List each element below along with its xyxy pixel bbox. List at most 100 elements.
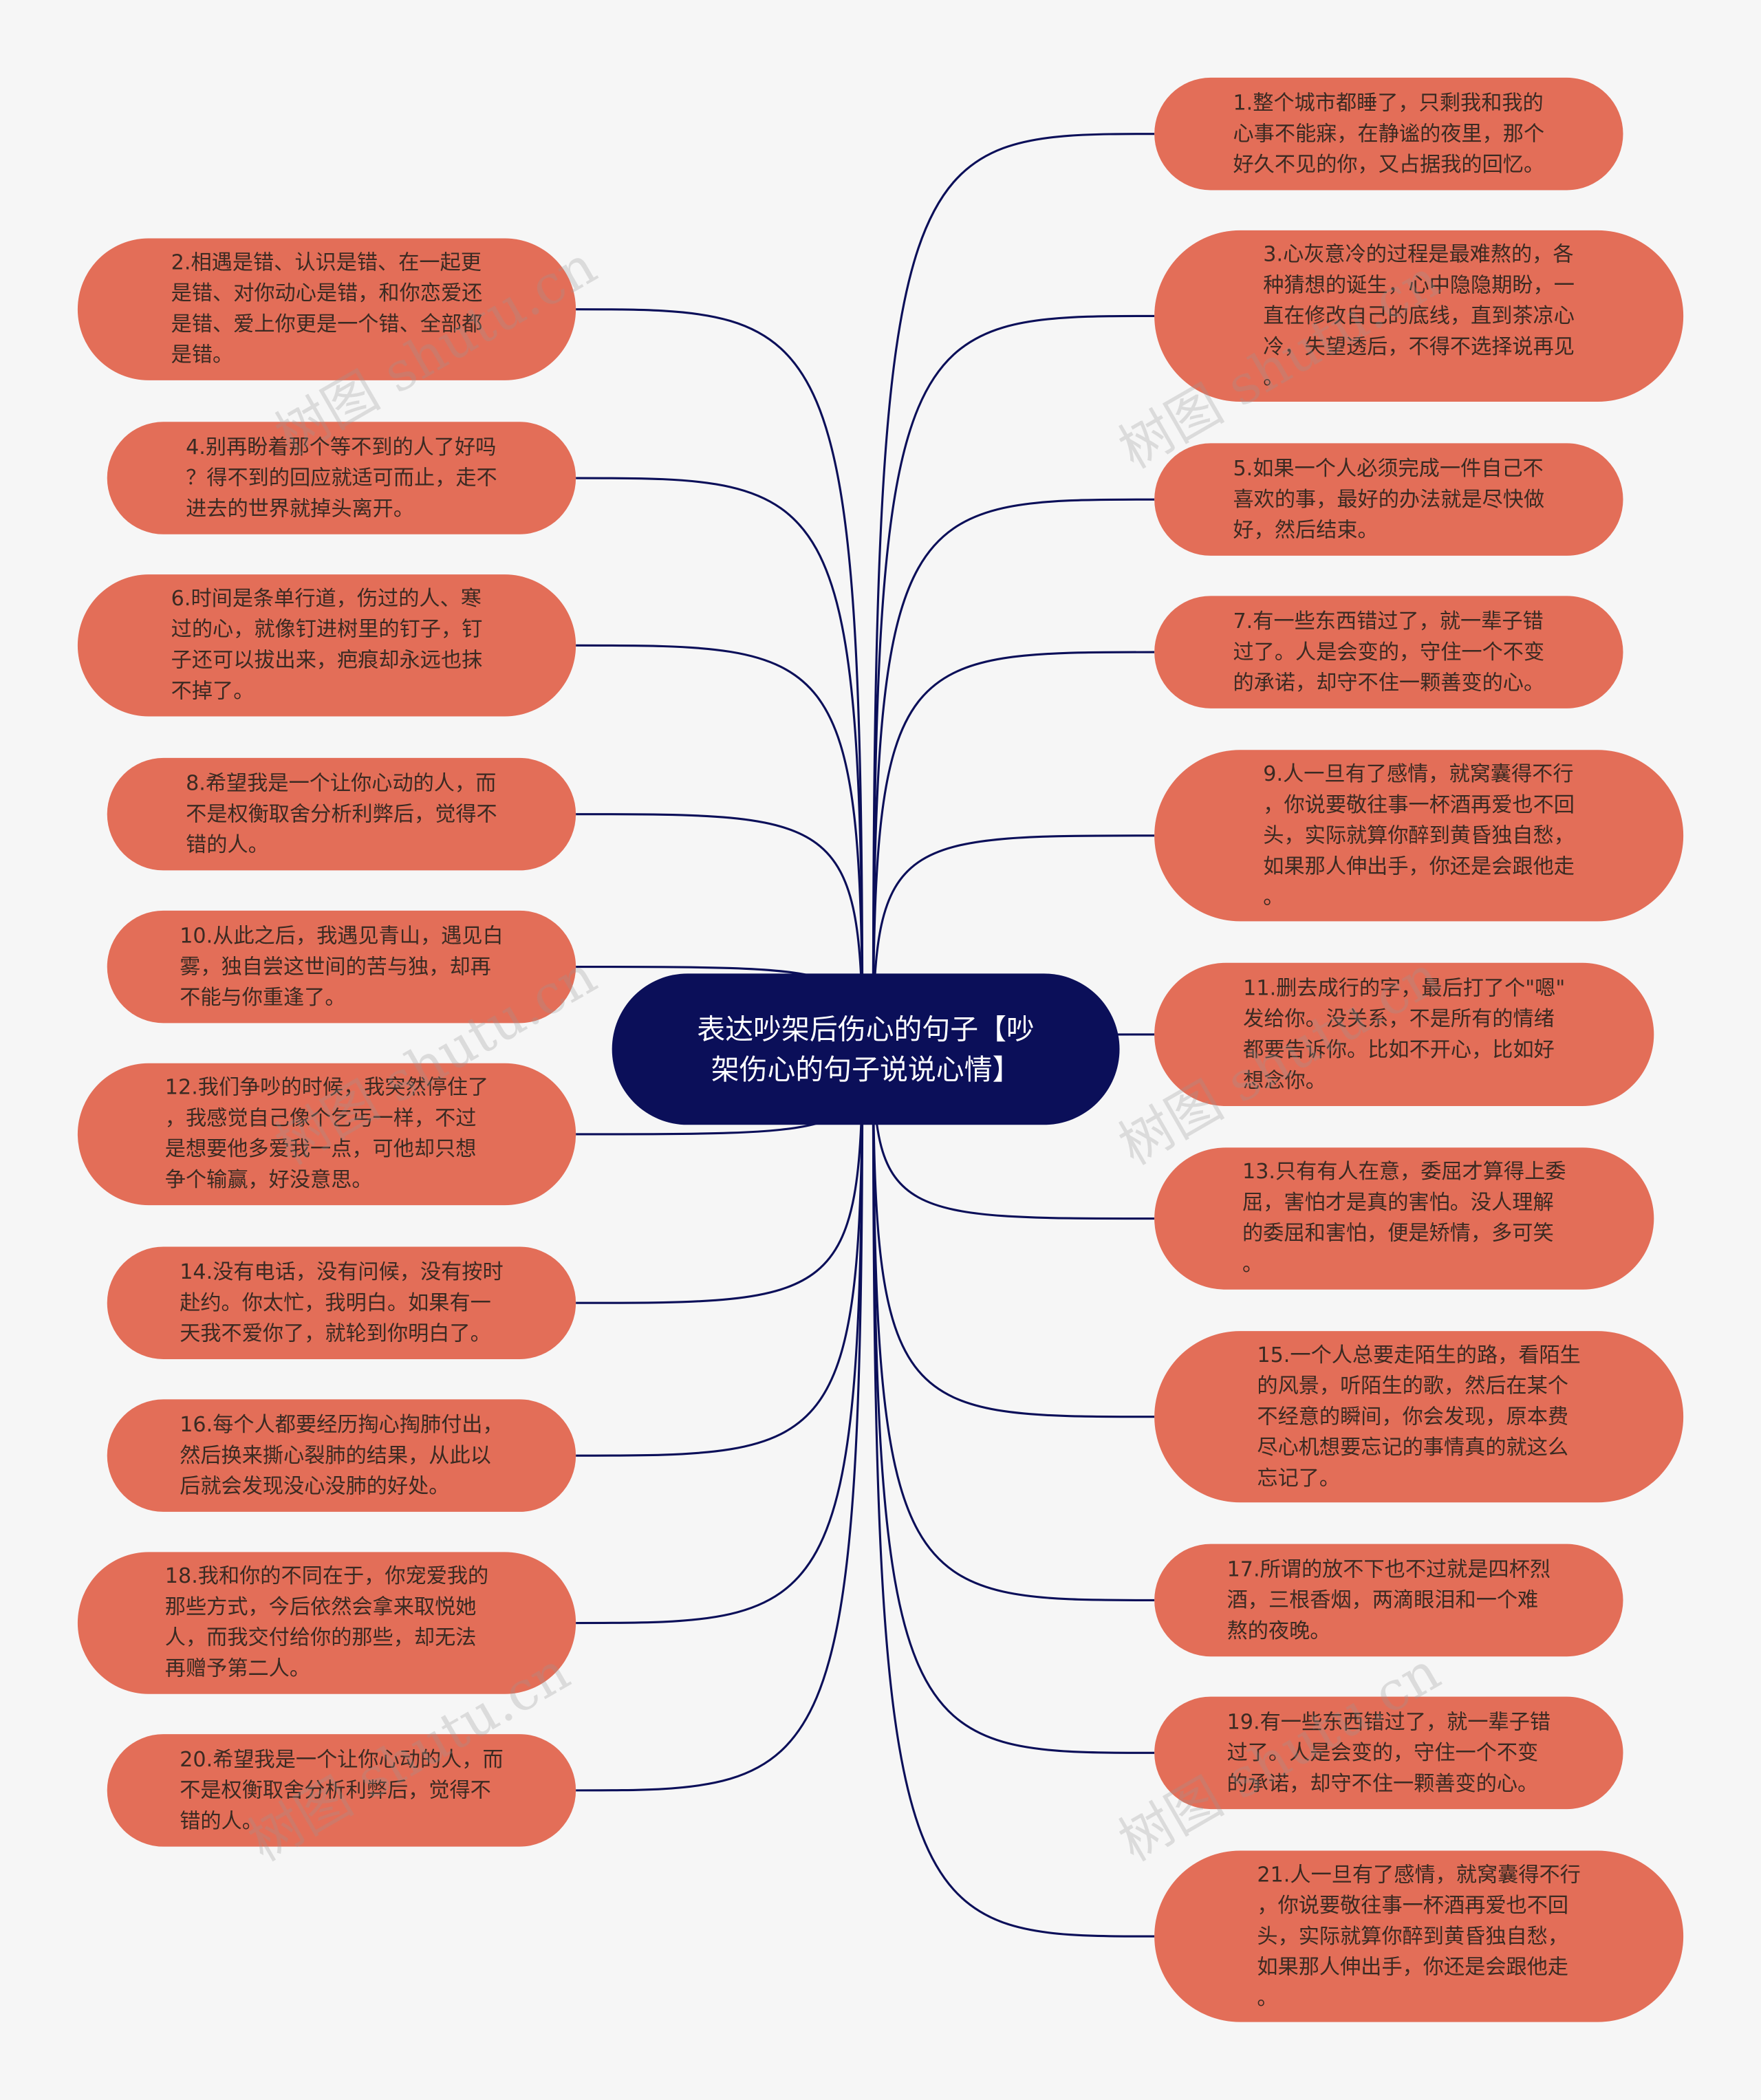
topic-text-line: ，我感觉自己像个乞丐一样，不过 <box>164 1106 477 1131</box>
connector-line <box>872 1048 1155 1754</box>
connector-line <box>576 477 864 1049</box>
topic-text-line: 8.希望我是一个让你心动的人，而 <box>186 770 497 795</box>
topic-text-line: 过的心，就像钉进树里的钉子，钉 <box>171 617 483 642</box>
topic-text-line: 子还可以拔出来，疤痕却永远也抹 <box>171 648 483 673</box>
topic-text-line: 。 <box>1257 1985 1278 2010</box>
topic-text-line: 的承诺，却守不住一颗善变的心。 <box>1227 1771 1539 1795</box>
topic-text: 19.有一些东西错过了，就一辈子错过了。人是会变的，守住一个不变的承诺，却守不住… <box>1227 1707 1551 1799</box>
topic-text-line: 头，实际就算你醉到黄昏独自愁， <box>1257 1923 1569 1948</box>
topic-node-15[interactable]: 15.一个人总要走陌生的路，看陌生的风景，听陌生的歌，然后在某个不经意的瞬间，你… <box>1154 1331 1684 1503</box>
topic-text: 6.时间是条单行道，伤过的人、寒过的心，就像钉进树里的钉子，钉子还可以拔出来，疤… <box>171 584 483 707</box>
topic-text-line: 想念你。 <box>1243 1068 1326 1092</box>
connector-line <box>872 133 1155 1049</box>
topic-node-21[interactable]: 21.人一旦有了感情，就窝囊得不行，你说要敬往事一杯酒再爱也不回头，实际就算你醉… <box>1154 1850 1684 2022</box>
connector-line <box>576 644 864 1049</box>
root-topic[interactable]: 表达吵架后伤心的句子【吵架伤心的句子说说心情】 <box>612 973 1120 1125</box>
topic-node-8[interactable]: 8.希望我是一个让你心动的人，而不是权衡取舍分析利弊后，觉得不错的人。 <box>107 757 576 871</box>
topic-text-line: 过了。人是会变的，守住一个不变 <box>1227 1740 1539 1764</box>
topic-text-line: 2.相遇是错、认识是错、在一起更 <box>171 250 482 275</box>
connector-line <box>872 1048 1155 1601</box>
topic-text-line: ，你说要敬往事一杯酒再爱也不回 <box>1263 792 1575 816</box>
topic-text-line: 直在修改自己的底线，直到茶凉心 <box>1263 303 1575 327</box>
topic-node-19[interactable]: 19.有一些东西错过了，就一辈子错过了。人是会变的，守住一个不变的承诺，却守不住… <box>1154 1696 1623 1810</box>
topic-node-17[interactable]: 17.所谓的放不下也不过就是四杯烈酒，三根香烟，两滴眼泪和一个难熬的夜晚。 <box>1154 1544 1623 1657</box>
topic-node-11[interactable]: 11.删去成行的字，最后打了个"嗯"发给你。没关系，不是所有的情绪都要告诉你。比… <box>1154 962 1654 1107</box>
topic-text: 7.有一些东西错过了，就一辈子错过了。人是会变的，守住一个不变的承诺，却守不住一… <box>1233 606 1544 698</box>
connector-line <box>872 314 1155 1049</box>
topic-text: 5.如果一个人必须完成一件自己不喜欢的事，最好的办法就是尽快做好，然后结束。 <box>1233 453 1544 545</box>
topic-text-line: 错的人。 <box>180 1808 263 1833</box>
topic-text-line: 不掉了。 <box>171 679 255 704</box>
topic-text-line: 不经意的瞬间，你会发现，原本费 <box>1257 1404 1569 1429</box>
topic-text-line: 过了。人是会变的，守住一个不变 <box>1233 639 1545 664</box>
topic-text-line: 喜欢的事，最好的办法就是尽快做 <box>1233 486 1545 511</box>
topic-node-7[interactable]: 7.有一些东西错过了，就一辈子错过了。人是会变的，守住一个不变的承诺，却守不住一… <box>1154 596 1623 708</box>
topic-text-line: 然后换来撕心裂肺的结果，从此以 <box>180 1442 491 1467</box>
topic-text-line: 5.如果一个人必须完成一件自己不 <box>1233 455 1544 480</box>
topic-text-line: ？得不到的回应就适可而止，走不 <box>186 465 497 490</box>
topic-text-line: 冷，失望透后，不得不选择说再见 <box>1263 334 1575 358</box>
topic-text-line: 1.整个城市都睡了，只剩我和我的 <box>1233 90 1544 115</box>
connector-line <box>576 308 864 1049</box>
topic-node-5[interactable]: 5.如果一个人必须完成一件自己不喜欢的事，最好的办法就是尽快做好，然后结束。 <box>1154 443 1623 556</box>
topic-text-line: 的承诺，却守不住一颗善变的心。 <box>1233 670 1545 695</box>
topic-text-line: 好，然后结束。 <box>1233 517 1379 542</box>
topic-text-line: 7.有一些东西错过了，就一辈子错 <box>1233 608 1544 633</box>
root-topic-label: 表达吵架后伤心的句子【吵架伤心的句子说说心情】 <box>697 1013 1035 1085</box>
connector-line <box>872 651 1155 1049</box>
connector-line <box>576 1048 864 1457</box>
topic-node-14[interactable]: 14.没有电话，没有问候，没有按时赴约。你太忙，我明白。如果有一天我不爱你了，就… <box>107 1246 576 1360</box>
connector-line <box>576 1048 864 1304</box>
topic-text: 4.别再盼着那个等不到的人了好吗 ？得不到的回应就适可而止，走不进去的世界就掉头离… <box>186 432 497 524</box>
topic-text-line: 忘记了。 <box>1257 1465 1341 1490</box>
topic-text-line: 心事不能寐，在静谧的夜里，那个 <box>1233 121 1545 146</box>
topic-text-line: 6.时间是条单行道，伤过的人、寒 <box>171 586 482 611</box>
topic-text-line: 头，实际就算你醉到黄昏独自愁， <box>1263 823 1575 847</box>
topic-node-9[interactable]: 9.人一旦有了感情，就窝囊得不行，你说要敬往事一杯酒再爱也不回头，实际就算你醉到… <box>1154 750 1684 922</box>
topic-text-line: 后就会发现没心没肺的好处。 <box>180 1473 450 1498</box>
topic-text: 8.希望我是一个让你心动的人，而不是权衡取舍分析利弊后，觉得不错的人。 <box>186 768 497 860</box>
topic-node-2[interactable]: 2.相遇是错、认识是错、在一起更是错、对你动心是错，和你恋爱还是错、爱上你更是一… <box>77 238 576 380</box>
topic-text-line: 如果那人伸出手，你还是会跟他走 <box>1263 854 1575 878</box>
topic-text-line: 16.每个人都要经历掏心掏肺付出， <box>180 1411 504 1436</box>
connector-line <box>576 1048 864 1792</box>
topic-text-line: 10.从此之后，我遇见青山，遇见白 <box>180 923 504 948</box>
topic-node-4[interactable]: 4.别再盼着那个等不到的人了好吗 ？得不到的回应就适可而止，走不进去的世界就掉头离… <box>107 422 576 534</box>
topic-text: 1.整个城市都睡了，只剩我和我的心事不能寐，在静谧的夜里，那个好久不见的你，又占… <box>1233 88 1544 180</box>
topic-node-13[interactable]: 13.只有有人在意，委屈才算得上委屈，害怕才是真的害怕。没人理解的委屈和害怕，便… <box>1154 1147 1654 1290</box>
topic-text-line: 的委屈和害怕，便是矫情，多可笑 <box>1242 1221 1554 1246</box>
topic-text: 15.一个人总要走陌生的路，看陌生的风景，听陌生的歌，然后在某个不经意的瞬间，你… <box>1257 1340 1580 1494</box>
topic-text-line: 酒，三根香烟，两滴眼泪和一个难 <box>1227 1587 1539 1612</box>
topic-node-16[interactable]: 16.每个人都要经历掏心掏肺付出， 然后换来撕心裂肺的结果，从此以后就会发现没心没… <box>107 1399 576 1512</box>
topic-text: 10.从此之后，我遇见青山，遇见白雾，独自尝这世间的苦与独，却再不能与你重逢了。 <box>180 920 503 1013</box>
topic-text-line: 13.只有有人在意，委屈才算得上委 <box>1242 1159 1566 1184</box>
topic-node-18[interactable]: 18.我和你的不同在于，你宠爱我的那些方式，今后依然会拿来取悦她人，而我交付给你… <box>77 1552 576 1694</box>
topic-text-line: 15.一个人总要走陌生的路，看陌生 <box>1257 1342 1581 1367</box>
topic-node-12[interactable]: 12.我们争吵的时候，我突然停住了，我感觉自己像个乞丐一样，不过是想要他多爱我一… <box>77 1063 576 1206</box>
topic-text-line: 是想要他多爱我一点，可他却只想 <box>164 1136 477 1161</box>
topic-text-line: 20.希望我是一个让你心动的人，而 <box>180 1746 504 1771</box>
topic-text: 11.删去成行的字，最后打了个"嗯"发给你。没关系，不是所有的情绪都要告诉你。比… <box>1243 973 1565 1096</box>
topic-text-line: 屈，害怕才是真的害怕。没人理解 <box>1242 1190 1554 1215</box>
topic-node-10[interactable]: 10.从此之后，我遇见青山，遇见白雾，独自尝这世间的苦与独，却再不能与你重逢了。 <box>107 910 576 1024</box>
topic-text-line: 天我不爱你了，就轮到你明白了。 <box>180 1321 491 1345</box>
topic-node-1[interactable]: 1.整个城市都睡了，只剩我和我的心事不能寐，在静谧的夜里，那个好久不见的你，又占… <box>1154 77 1623 191</box>
topic-node-3[interactable]: 3.心灰意冷的过程是最难熬的，各种猜想的诞生，心中隐隐期盼，一直在修改自己的底线… <box>1154 230 1684 402</box>
topic-node-20[interactable]: 20.希望我是一个让你心动的人，而不是权衡取舍分析利弊后，觉得不错的人。 <box>107 1734 576 1847</box>
topic-text-line: 种猜想的诞生，心中隐隐期盼，一 <box>1263 272 1575 297</box>
connector-line <box>872 498 1155 1049</box>
topic-text-line: 。 <box>1242 1252 1264 1277</box>
topic-text-line: 进去的世界就掉头离开。 <box>186 496 415 521</box>
topic-text-line: 错的人。 <box>186 832 269 856</box>
topic-text: 9.人一旦有了感情，就窝囊得不行，你说要敬往事一杯酒再爱也不回头，实际就算你醉到… <box>1263 759 1575 913</box>
topic-text: 21.人一旦有了感情，就窝囊得不行，你说要敬往事一杯酒再爱也不回头，实际就算你醉… <box>1257 1859 1580 2013</box>
topic-text-line: 。 <box>1263 365 1284 389</box>
topic-text-line: 赴约。你太忙，我明白。如果有一 <box>180 1290 491 1314</box>
topic-text-line: 雾，独自尝这世间的苦与独，却再 <box>180 954 491 979</box>
topic-text-line: 熬的夜晚。 <box>1227 1618 1331 1643</box>
topic-text-line: 不能与你重逢了。 <box>180 984 346 1009</box>
topic-text-line: 21.人一旦有了感情，就窝囊得不行 <box>1257 1862 1581 1887</box>
topic-text-line: 4.别再盼着那个等不到的人了好吗 <box>186 434 497 459</box>
topic-node-6[interactable]: 6.时间是条单行道，伤过的人、寒过的心，就像钉进树里的钉子，钉子还可以拔出来，疤… <box>77 574 576 717</box>
topic-text: 20.希望我是一个让你心动的人，而不是权衡取舍分析利弊后，觉得不错的人。 <box>180 1744 503 1837</box>
